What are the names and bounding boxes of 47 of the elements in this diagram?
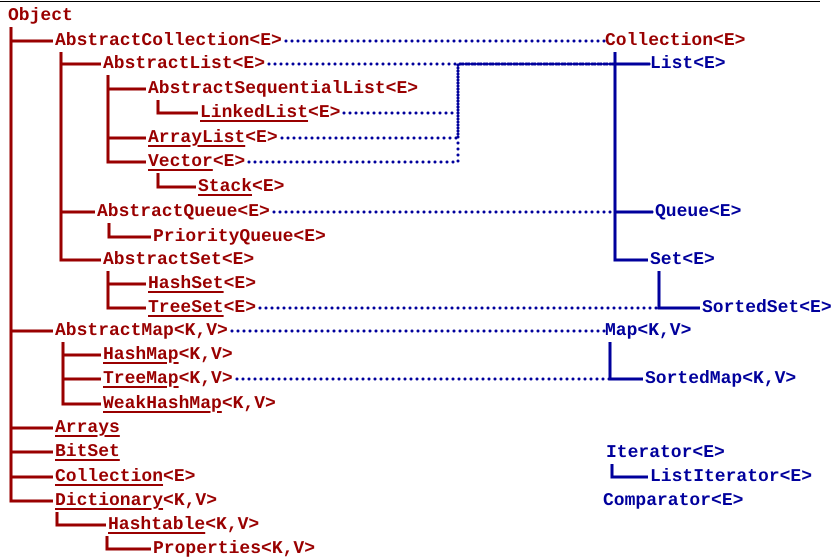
tree-connector — [60, 52, 101, 262]
interface-name: Queue<E> — [655, 201, 742, 223]
class-name: WeakHashMap<K,V> — [103, 393, 276, 415]
interface-name: SortedMap<K,V> — [645, 368, 796, 390]
class-name: Stack<E> — [198, 176, 284, 198]
class-name: Arrays — [55, 417, 120, 439]
class-name: AbstractCollection<E> — [55, 30, 282, 52]
interface-name: Iterator<E> — [606, 442, 725, 464]
class-name: AbstractMap<K,V> — [55, 320, 228, 342]
tree-connector — [106, 536, 151, 550]
class-name: TreeSet<E> — [148, 297, 256, 319]
interface-name: Set<E> — [650, 249, 715, 271]
tree-connector — [156, 173, 196, 188]
class-name: Properties<K,V> — [153, 538, 316, 559]
interface-name: Comparator<E> — [603, 490, 744, 512]
interface-name: ListIterator<E> — [650, 466, 812, 488]
class-name: Object — [8, 5, 73, 27]
class-name: TreeMap<K,V> — [103, 368, 233, 390]
class-name: Vector<E> — [148, 151, 246, 173]
tree-connector — [156, 100, 198, 114]
tree-connector — [610, 464, 648, 478]
tree-connector — [614, 52, 648, 262]
class-name: AbstractSet<E> — [103, 249, 254, 271]
class-name: AbstractSequentialList<E> — [148, 78, 418, 100]
class-name: Collection<E> — [55, 466, 196, 488]
class-name: Collection<E> — [605, 30, 746, 52]
interface-name: SortedSet<E> — [702, 297, 832, 319]
class-name: AbstractQueue<E> — [97, 201, 270, 223]
class-name: Hashtable<K,V> — [108, 514, 260, 536]
class-name: PriorityQueue<E> — [153, 226, 326, 248]
class-name: HashSet<E> — [148, 273, 256, 295]
dotted-connector — [248, 62, 652, 164]
tree-connector — [56, 512, 106, 526]
tree-connector — [658, 271, 700, 310]
dotted-connector — [284, 40, 606, 42]
interface-name: List<E> — [650, 53, 726, 75]
class-name: Dictionary<K,V> — [55, 490, 218, 512]
dotted-connector — [230, 330, 606, 332]
class-name: HashMap<K,V> — [103, 344, 233, 366]
interface-name: Map<K,V> — [605, 320, 692, 342]
class-name: LinkedList<E> — [200, 102, 340, 124]
class-name: AbstractList<E> — [103, 53, 266, 75]
class-name: BitSet — [55, 441, 120, 463]
dotted-connector — [272, 210, 656, 214]
tree-connector — [108, 223, 151, 238]
class-name: ArrayList<E> — [148, 127, 278, 149]
tree-connector — [608, 342, 643, 380]
